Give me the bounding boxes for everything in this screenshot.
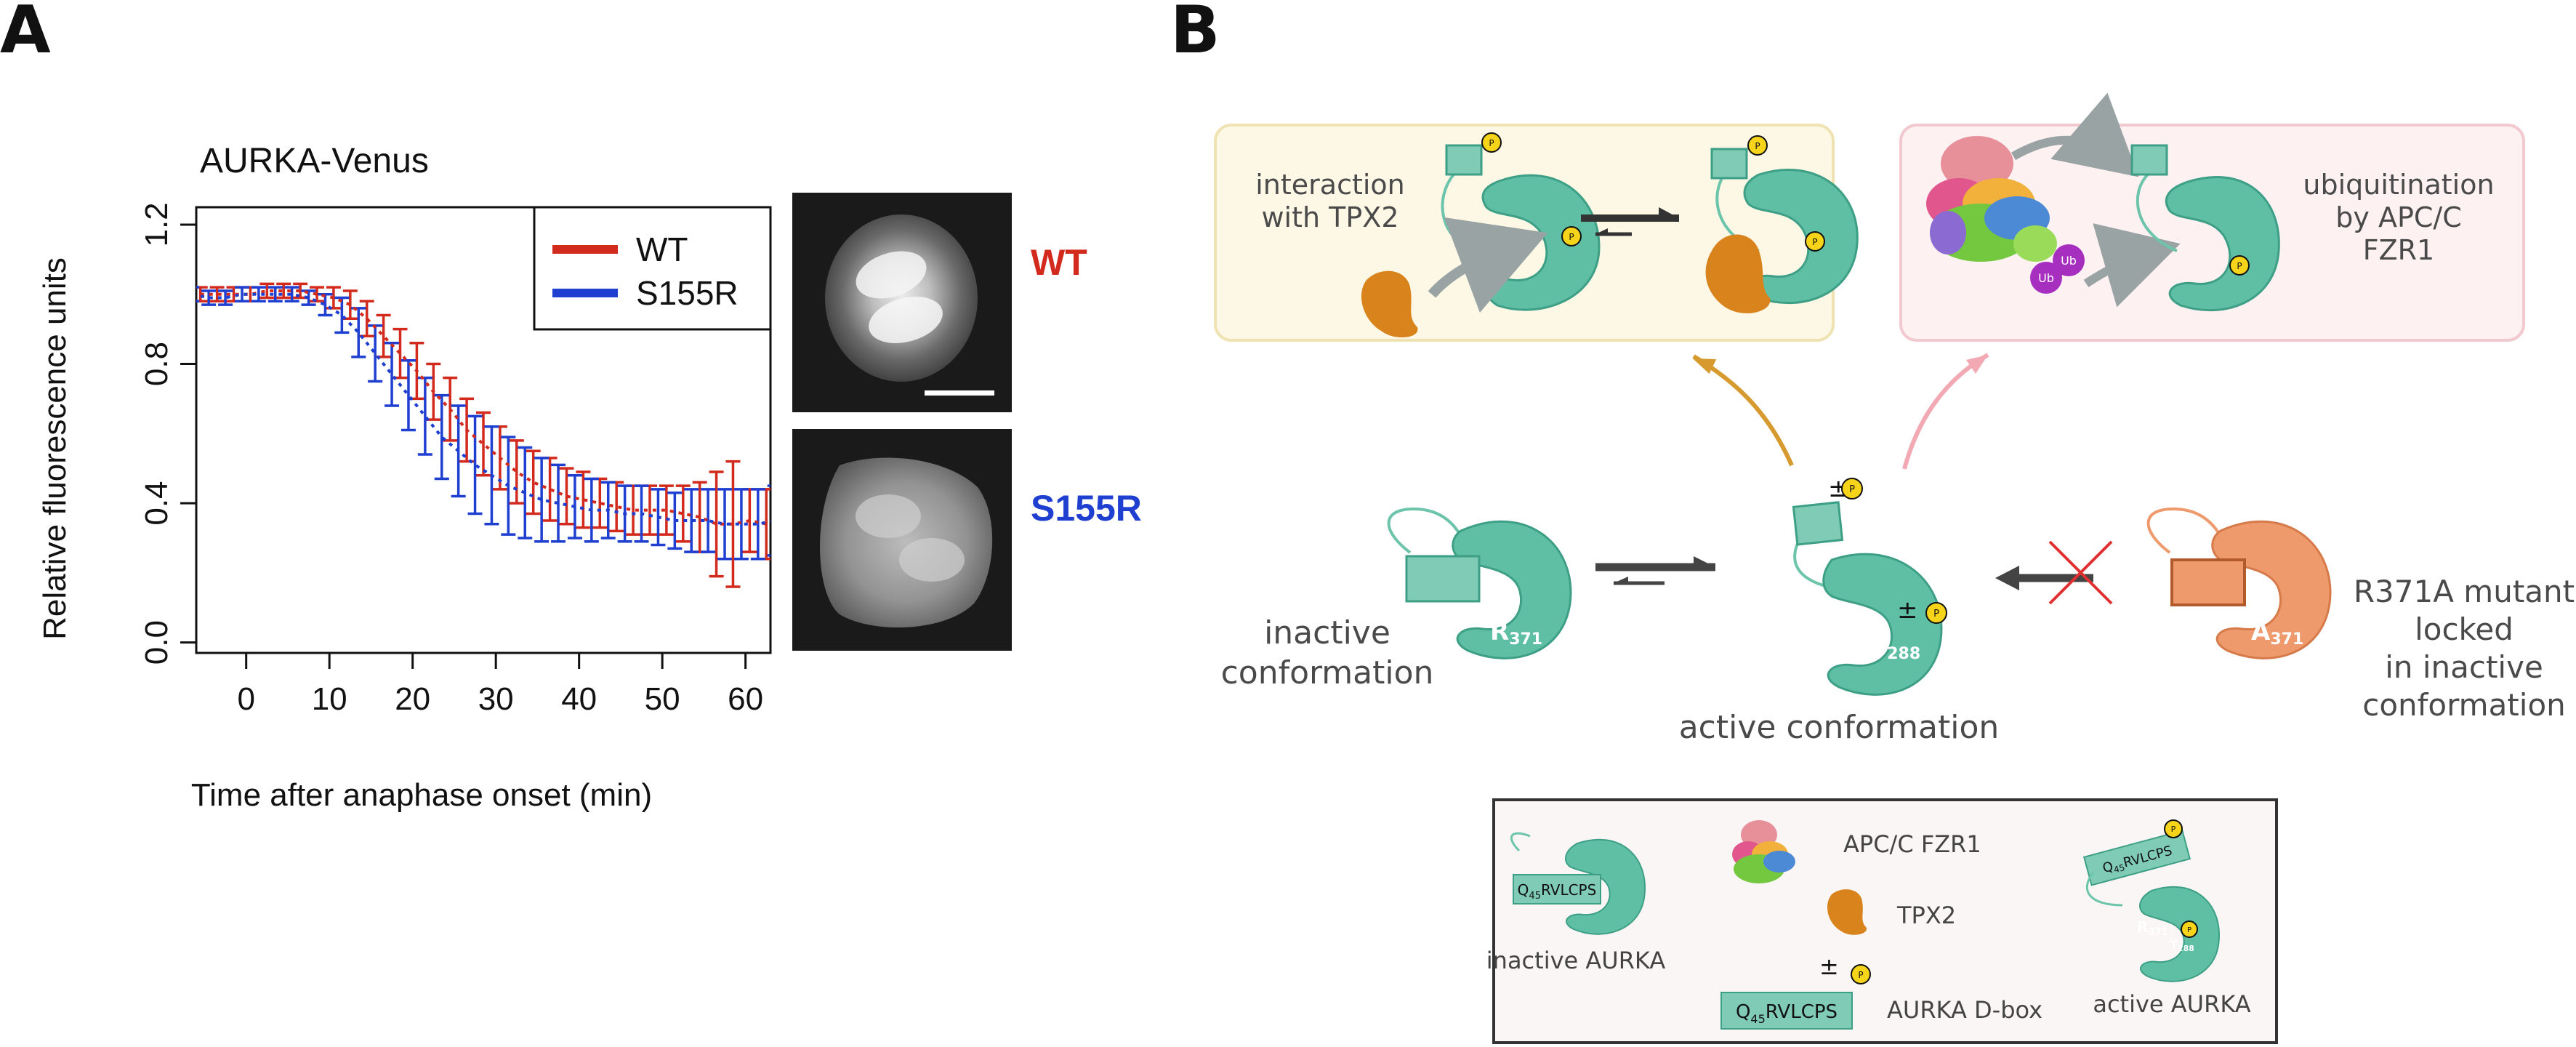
phospho-icon — [2164, 819, 2183, 838]
plot-frame — [195, 206, 772, 654]
y-axis-label: Relative fluorescence units — [37, 257, 73, 640]
y-tick-label: 1.2 — [139, 202, 174, 246]
phospho-label: P — [1489, 138, 1494, 148]
y-tick-label: 0.0 — [139, 620, 174, 665]
chart-legend — [533, 206, 772, 331]
series-line-s155r — [196, 292, 770, 526]
plot-area — [196, 282, 770, 588]
x-tick-label: 30 — [478, 681, 514, 717]
residue-a371: A371 — [2251, 617, 2303, 649]
x-tick-label: 10 — [312, 681, 347, 717]
phospho-label: P — [1755, 141, 1760, 151]
phospho-icon — [2181, 920, 2198, 938]
svg-text:Q45RVLCPS: Q45RVLCPS — [1518, 881, 1597, 902]
tpx2-box-label-2: with TPX2 — [1261, 201, 1398, 233]
apc-box-label-3: FZR1 — [2363, 234, 2434, 266]
fluorescence-chart: 0 10 20 30 40 50 60 0.0 0.4 0.8 1.2WT S155R — [139, 202, 772, 717]
phospho-icon — [1925, 602, 1947, 624]
apc-box-label-2: by APC/C — [2335, 201, 2461, 233]
x-tick-label: 0 — [237, 681, 254, 717]
x-tick-label: 20 — [395, 681, 430, 717]
panel-letter-b: B — [1170, 0, 1220, 68]
legend-active-label: active AURKA — [2093, 990, 2250, 1018]
x-tick-label: 60 — [728, 681, 763, 717]
svg-text:±: ± — [1819, 952, 1839, 980]
chart-title: AURKA-Venus — [200, 142, 429, 180]
svg-text:R371: R371 — [2137, 918, 2168, 938]
legend-inactive-label: inactive AURKA — [1486, 947, 1666, 974]
micrograph-s155r — [792, 429, 1012, 651]
active-label: active conformation — [1679, 709, 2000, 746]
legend-label-wt: WT — [636, 230, 688, 268]
phospho-label: P — [1933, 609, 1939, 619]
x-tick-label: 40 — [561, 681, 597, 717]
series-line-wt — [200, 289, 770, 526]
residue-t288: T288 — [1870, 632, 1920, 663]
micrograph-wt — [792, 193, 1012, 412]
residue-r371: R371 — [1490, 617, 1542, 649]
phospho-icon — [1851, 964, 1871, 984]
mutant-label-4: conformation — [2362, 687, 2566, 723]
panel-letter-a: A — [0, 0, 51, 68]
micrograph-label-wt: WT — [1031, 242, 1087, 283]
legend-box: Q45RVLCPS inactive AURKA APC/C FZR1 TPX2… — [1486, 798, 2278, 1044]
phospho-label: P — [1849, 484, 1855, 495]
legend-apc-label: APC/C FZR1 — [1843, 830, 1981, 858]
apc-legend-icon — [1732, 820, 1795, 883]
phospho-label: P — [1812, 237, 1817, 247]
phospho-icon — [2229, 255, 2250, 276]
inactive-label-2: conformation — [1221, 654, 1434, 691]
phospho-icon — [1805, 231, 1825, 252]
svg-text:±: ± — [1897, 595, 1918, 625]
svg-text:T288: T288 — [2170, 938, 2194, 953]
inactive-conformation: R371 inactive conformation — [1221, 507, 1572, 691]
micrograph-label-s155r: S155R — [1031, 488, 1142, 529]
y-tick-label: 0.8 — [139, 342, 174, 386]
active-conformation: ± P ± P T288 active conformation — [1679, 474, 2000, 746]
phospho-label: P — [1569, 232, 1574, 242]
tpx2-interaction-box: interaction with TPX2 P P P P — [1214, 124, 1859, 342]
ub-label: Ub — [2038, 271, 2054, 285]
ub-label: Ub — [2061, 254, 2077, 268]
phospho-label: P — [2171, 825, 2176, 834]
inactive-label-1: inactive — [1264, 614, 1390, 651]
phospho-icon — [1747, 135, 1768, 156]
scale-bar — [925, 390, 994, 396]
y-tick-label: 0.4 — [139, 481, 174, 525]
phospho-label: P — [2187, 926, 2191, 934]
x-axis-label: Time after anaphase onset (min) — [191, 777, 652, 813]
legend-tpx2-label: TPX2 — [1896, 902, 1956, 929]
mutant-label-2: locked — [2415, 611, 2513, 647]
svg-text:Q45RVLCPS: Q45RVLCPS — [1736, 1001, 1838, 1026]
legend-label-s155r: S155R — [636, 274, 738, 312]
legend-dbox-label: AURKA D-box — [1887, 996, 2042, 1024]
apc-box-label-1: ubiquitination — [2303, 169, 2494, 201]
apc-ubiquitination-box: Ub Ub P ubiquitination by APC/C FZR1 — [1899, 92, 2525, 342]
phospho-icon — [1841, 478, 1863, 500]
tpx2-box-label-1: interaction — [1255, 169, 1405, 201]
mutant-label-1: R371A mutant — [2354, 574, 2575, 609]
mutant-label-3: in inactive — [2385, 649, 2543, 685]
phospho-icon — [1481, 132, 1502, 153]
phospho-label: P — [2237, 261, 2242, 271]
phospho-label: P — [1858, 970, 1863, 980]
phospho-icon — [1561, 226, 1582, 246]
mutant-conformation: A371 R371A mutant locked in inactive con… — [2146, 507, 2575, 723]
apc-complex-icon — [1926, 136, 2057, 262]
x-tick-label: 50 — [645, 681, 680, 717]
